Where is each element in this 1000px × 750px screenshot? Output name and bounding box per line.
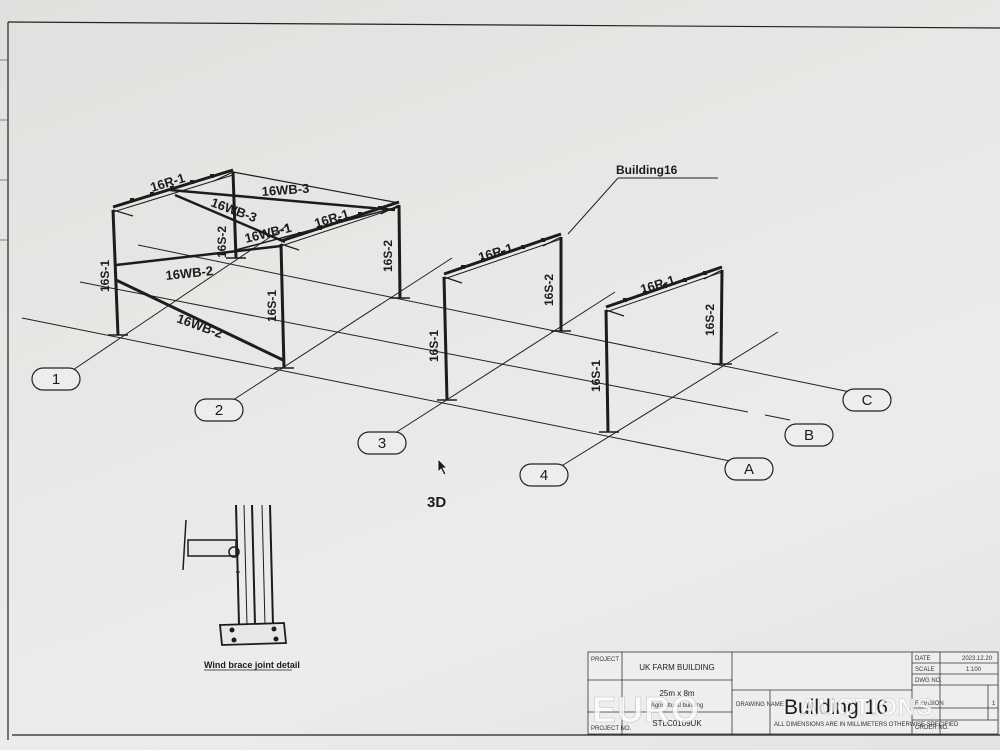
tb-project-label: PROJECT [591, 657, 619, 663]
tb-units-note: ALL DIMENSIONS ARE IN MILLIMETERS OTHERW… [774, 722, 959, 728]
label-16r-1-frame4: 16R-1 [638, 272, 676, 297]
grid-bubble-4-label: 4 [540, 467, 548, 484]
grid-bubble-b[interactable]: B [784, 423, 834, 447]
tb-type-value: Agricultural building [651, 703, 703, 709]
label-16s-2-frame1: 16S-2 [215, 226, 229, 258]
grid-line-c [137, 244, 851, 393]
label-16s-2-frame2: 16S-2 [381, 240, 395, 272]
grid-bubble-1[interactable]: 1 [31, 367, 81, 391]
label-16s-1-frame1: 16S-1 [98, 260, 112, 292]
title-block-text: PROJECT UK FARM BUILDING PROJECT NO. 25m… [591, 656, 996, 732]
tb-date-label: DATE [915, 656, 931, 662]
bracing-bay[interactable] [115, 171, 400, 362]
tb-date-value: 2023.12.20 [962, 656, 993, 662]
grid-bubble-a[interactable]: A [724, 457, 774, 481]
detail-caption: Wind brace joint detail [204, 660, 300, 670]
drawing-frame [7, 21, 1000, 740]
wall-brace-16wb-2-lower [115, 278, 284, 362]
grid-bubble-2[interactable]: 2 [194, 398, 244, 422]
label-16r-1-frame2: 16R-1 [312, 206, 350, 231]
grid-line-a [21, 317, 736, 463]
grid-line-2 [229, 257, 453, 403]
tb-size-value: 25m x 8m [659, 689, 694, 698]
tb-scale-label: SCALE [915, 667, 935, 673]
tb-dwg-no-label: DWG NO. [915, 678, 942, 684]
tb-order-label: ORDER NO. [915, 725, 949, 731]
grid-line-b [79, 281, 749, 413]
grid-line-b-tail [764, 414, 791, 421]
tb-code-value: STLC0109UK [652, 719, 702, 728]
portal-frame-3[interactable] [437, 232, 571, 401]
label-16s-1-frame4: 16S-1 [589, 360, 603, 392]
grid-bubble-3-label: 3 [378, 435, 386, 452]
view-label-3d: 3D [427, 494, 446, 511]
wall-brace-16wb-2-upper [115, 244, 282, 267]
portal-frame-2[interactable] [274, 200, 410, 369]
callout-building-label: Building16 [616, 163, 678, 177]
tb-sheet-value: 1 [992, 701, 996, 707]
label-16wb-2-lower: 16WB-2 [175, 311, 225, 341]
grid-bubble-3[interactable]: 3 [357, 431, 407, 455]
tb-revision-label: REVISION [915, 701, 944, 707]
label-16wb-3-top: 16WB-3 [261, 181, 310, 199]
tb-drawing-name-value: Building 16 [784, 696, 888, 719]
wind-brace-detail[interactable] [182, 504, 287, 646]
label-16wb-2-upper: 16WB-2 [165, 263, 214, 283]
label-16s-1-frame2: 16S-1 [265, 290, 279, 322]
roof-brace-16wb-3-a [169, 188, 396, 212]
grid-bubble-b-label: B [804, 427, 814, 444]
grid-bubble-c[interactable]: C [842, 388, 892, 412]
tb-project-no-label: PROJECT NO. [591, 726, 632, 732]
title-block[interactable] [587, 651, 999, 735]
grid-lines [21, 224, 851, 471]
grid-line-4 [554, 331, 779, 471]
portal-frame-4[interactable] [599, 265, 732, 433]
tb-drawing-name-label: DRAWING NAME [736, 702, 784, 708]
grid-bubble-c-label: C [862, 392, 873, 409]
euro-auctions-watermark: EURO AUCTIONS [592, 689, 933, 731]
tb-scale-value: 1:100 [966, 667, 982, 673]
label-16s-2-frame3: 16S-2 [542, 274, 556, 306]
watermark-brand-left: EURO [592, 689, 700, 730]
label-16s-1-frame3: 16S-1 [427, 330, 441, 362]
grid-bubble-2-label: 2 [215, 402, 223, 419]
grid-bubble-4[interactable]: 4 [519, 463, 569, 487]
member-labels: 16R-1 16WB-3 16WB-3 16WB-1 16R-1 16WB-2 … [98, 170, 717, 392]
grid-bubble-1-label: 1 [52, 371, 60, 388]
grid-bubble-a-label: A [744, 461, 754, 478]
watermark-brand-right: AUCTIONS [800, 694, 933, 721]
eaves-tie [232, 171, 400, 204]
mouse-cursor-icon [437, 458, 448, 476]
tb-project-value: UK FARM BUILDING [639, 663, 715, 672]
roof-brace-16wb-3-b [174, 193, 286, 244]
building-callout[interactable]: Building16 [567, 163, 718, 235]
label-16s-2-frame4: 16S-2 [703, 304, 717, 336]
grid-line-3 [391, 291, 616, 436]
roof-brace-16wb-1 [235, 206, 399, 251]
left-margin-strip [0, 59, 8, 241]
